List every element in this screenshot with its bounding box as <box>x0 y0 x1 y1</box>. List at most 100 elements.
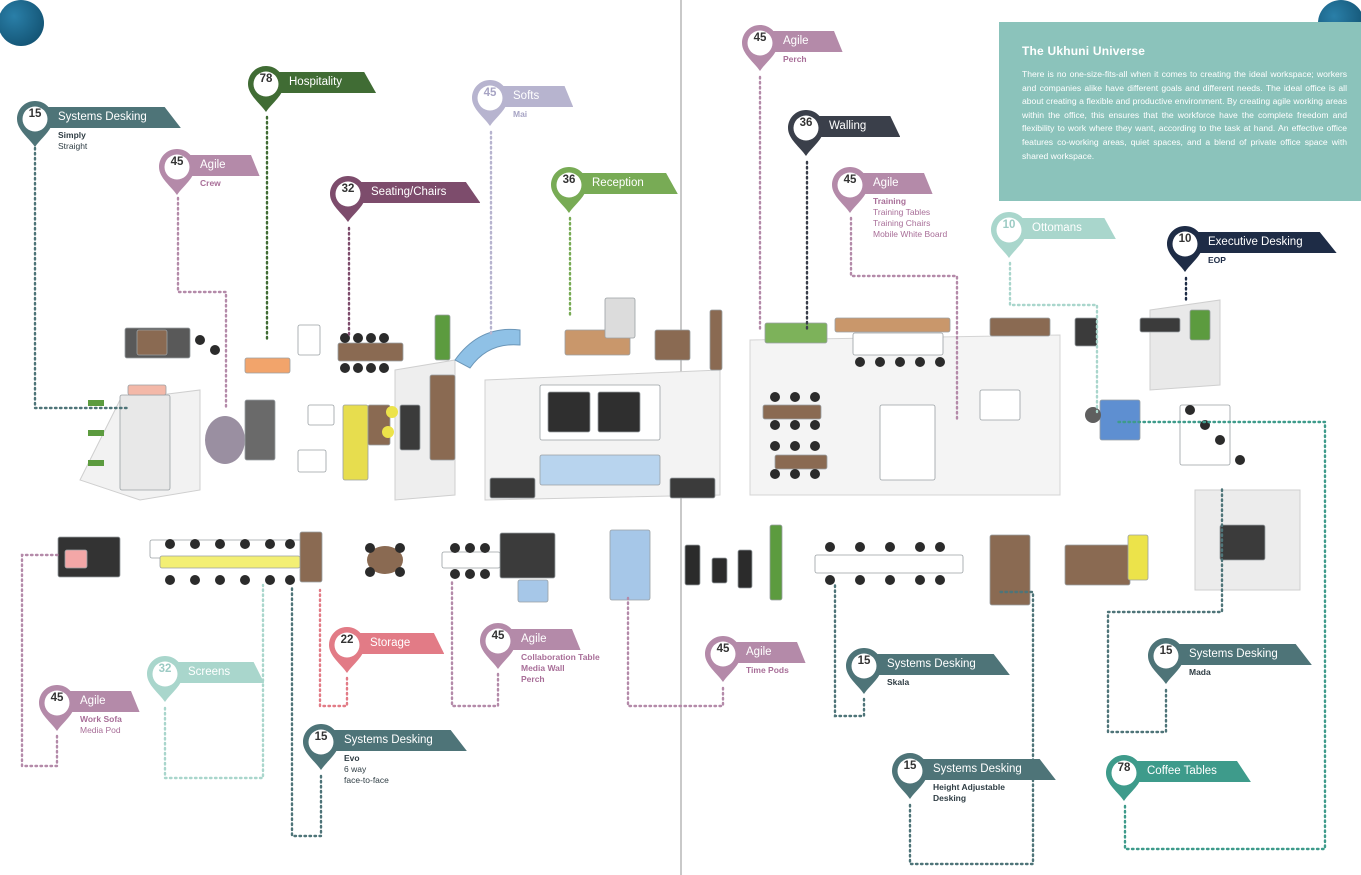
leader-line-systems-simply <box>33 146 130 410</box>
sofa <box>547 391 591 433</box>
callout-number: 15 <box>314 731 328 743</box>
height-adjustable-desk <box>989 534 1031 606</box>
map-pin-icon <box>788 110 824 156</box>
shelving <box>429 374 456 461</box>
callout-number: 36 <box>562 174 576 186</box>
callout-label: Coffee Tables <box>1135 761 1251 782</box>
callout-number: 32 <box>158 663 172 675</box>
chair <box>790 392 800 402</box>
callout-number: 45 <box>170 156 184 168</box>
planter <box>88 400 104 406</box>
chair <box>825 575 835 585</box>
chair <box>340 333 350 343</box>
callout-details: Crew <box>200 178 221 189</box>
meeting-table <box>337 342 404 362</box>
whiteboard <box>297 324 321 356</box>
chair <box>915 357 925 367</box>
chair <box>855 575 865 585</box>
leader-line-agile-collab <box>450 578 500 708</box>
chair <box>450 569 460 579</box>
callout-number: 32 <box>341 183 355 195</box>
callout-label: Hospitality <box>277 72 377 93</box>
callout-variant: face-to-face <box>344 775 389 785</box>
map-pin-icon <box>846 648 882 694</box>
sofa-cushion <box>64 549 88 569</box>
chair <box>770 392 780 402</box>
callout-details: Time Pods <box>746 665 789 676</box>
chair <box>265 539 275 549</box>
map-pin-icon <box>329 627 365 673</box>
corner-tab-left <box>0 0 44 46</box>
work-sofa <box>205 416 245 464</box>
chair <box>935 542 945 552</box>
chair <box>240 539 250 549</box>
chair <box>810 469 820 479</box>
chair <box>365 567 375 577</box>
callout-label: Agile <box>68 691 140 712</box>
map-pin-icon <box>832 167 868 213</box>
callout-product: Mada <box>1189 667 1211 677</box>
callout-number: 15 <box>903 760 917 772</box>
map-pin-icon <box>742 25 778 71</box>
leader-line-agile-crew <box>176 196 228 412</box>
chair <box>825 542 835 552</box>
chair <box>165 575 175 585</box>
booth <box>244 399 276 461</box>
callout-label: Systems Desking <box>46 107 181 128</box>
chair <box>790 420 800 430</box>
chair <box>770 420 780 430</box>
map-pin-icon <box>1167 226 1203 272</box>
callout-number: 45 <box>483 87 497 99</box>
callout-label: Screens <box>176 662 265 683</box>
leader-line-systems-evo <box>290 583 323 838</box>
map-pin-icon <box>551 167 587 213</box>
planter-tall <box>434 314 451 361</box>
chair <box>365 543 375 553</box>
callout-label: Executive Desking <box>1196 232 1337 253</box>
round-table <box>654 329 691 361</box>
intro-body: There is no one-size-fits-all when it co… <box>1022 69 1347 161</box>
callout-number: 45 <box>716 643 730 655</box>
chair <box>1215 435 1225 445</box>
intro-panel: The Ukhuni Universe There is no one-size… <box>999 22 1361 201</box>
callout-number: 78 <box>259 73 273 85</box>
map-pin-icon <box>480 623 516 669</box>
callout-label: Systems Desking <box>875 654 1010 675</box>
curved-sofa <box>454 328 521 369</box>
chair <box>935 575 945 585</box>
chair <box>210 345 220 355</box>
callout-product: Evo <box>344 753 360 763</box>
mada-bench <box>1179 404 1231 466</box>
chair <box>285 575 295 585</box>
callout-variant: Training Tables <box>873 207 931 217</box>
mobile-whiteboard <box>979 389 1021 421</box>
callout-label: Agile <box>509 629 581 650</box>
callout-label: Systems Desking <box>921 759 1056 780</box>
map-pin-icon <box>991 212 1027 258</box>
callout-number: 45 <box>50 692 64 704</box>
callout-variant: Desking <box>933 793 967 803</box>
chair <box>353 333 363 343</box>
bench-desk <box>989 317 1051 337</box>
cafe-table <box>297 449 327 473</box>
chair <box>215 539 225 549</box>
chair <box>265 575 275 585</box>
callout-details: EOP <box>1208 255 1226 266</box>
callout-number: 45 <box>843 174 857 186</box>
stool <box>382 426 394 438</box>
chair <box>379 363 389 373</box>
